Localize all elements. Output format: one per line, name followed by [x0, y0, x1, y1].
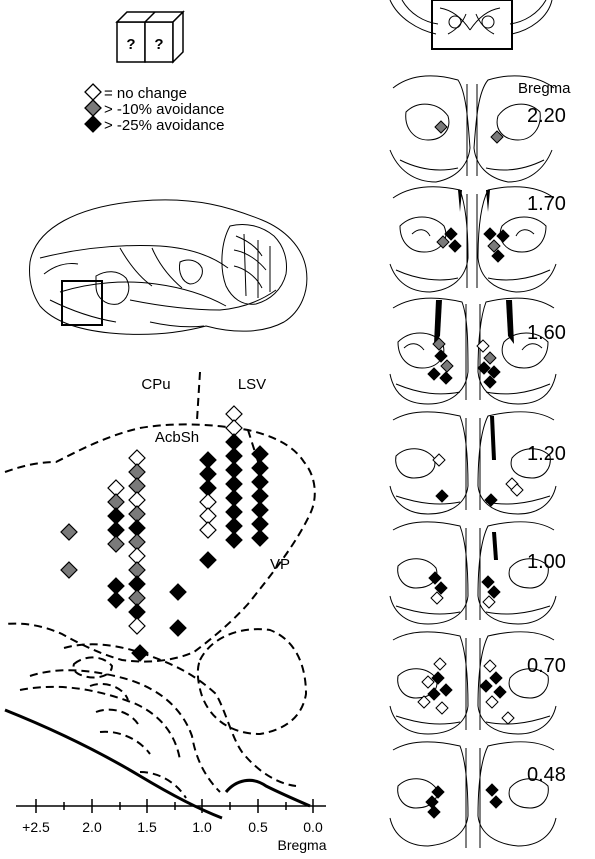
marker-avoid25: [108, 592, 124, 608]
legend-label-no-change: = no change: [104, 85, 187, 102]
marker-avoid25: [170, 620, 186, 636]
region-label-lsv: LSV: [238, 376, 266, 393]
marker-avoid25: [440, 372, 452, 384]
legend-label-avoid25: > -25% avoidance: [104, 117, 225, 134]
marker-avoid25: [484, 228, 496, 240]
cube-mark-right: ?: [154, 36, 163, 53]
marker-avoid25: [449, 240, 461, 252]
marker-avoid25: [436, 490, 448, 502]
marker-avoid10: [108, 536, 124, 552]
marker-avoid25: [200, 552, 216, 568]
axis-unit-label: Bregma: [277, 837, 326, 853]
coronal-outline-solid: [5, 710, 310, 818]
marker-avoid25: [480, 680, 492, 692]
section-label-0-48: 0.48: [527, 764, 566, 786]
marker-avoid10: [435, 121, 447, 133]
marker-avoid10: [441, 360, 453, 372]
sagittal-brain-outline: [29, 200, 306, 334]
marker-avoid25: [490, 796, 502, 808]
region-label-cpu: CPu: [141, 376, 170, 393]
section-label-0-70: 0.70: [527, 655, 566, 677]
section-label-2-20: 2.20: [527, 105, 566, 127]
marker-avoid10: [484, 352, 496, 364]
section-label-1-60: 1.60: [527, 322, 566, 344]
sections-header: Bregma: [518, 80, 571, 97]
marker-avoid25: [428, 806, 440, 818]
section-label-1-00: 1.00: [527, 551, 566, 573]
legend-diamond-no-change: [85, 84, 101, 100]
marker-avoid10: [61, 562, 77, 578]
marker-avoid10: [61, 524, 77, 540]
marker-no-change: [486, 696, 498, 708]
marker-avoid25: [132, 645, 148, 661]
axis-tick-label: +2.5: [22, 819, 50, 835]
marker-no-change: [200, 522, 216, 538]
legend-label-avoid10: > -10% avoidance: [104, 101, 225, 118]
marker-avoid25: [428, 368, 440, 380]
marker-avoid25: [435, 350, 447, 362]
axis-tick-label: 1.0: [192, 819, 212, 835]
section-label-1-20: 1.20: [527, 443, 566, 465]
axis-tick-label: 0.0: [303, 819, 323, 835]
region-label-vp: VP: [270, 556, 290, 573]
marker-avoid25: [445, 228, 457, 240]
marker-no-change: [436, 702, 448, 714]
section-1-60: [390, 298, 556, 404]
marker-no-change: [129, 618, 145, 634]
marker-avoid25: [170, 584, 186, 600]
marker-avoid25: [497, 230, 509, 242]
marker-avoid25: [432, 786, 444, 798]
marker-avoid25: [428, 688, 440, 700]
marker-avoid25: [482, 576, 494, 588]
marker-avoid25: [440, 684, 452, 696]
axis-tick-label: 1.5: [137, 819, 157, 835]
marker-no-change: [484, 660, 496, 672]
marker-avoid25: [486, 784, 498, 796]
axis-tick-label: 0.5: [248, 819, 268, 835]
region-label-acbsh: AcbSh: [155, 429, 199, 446]
legend-diamond-avoid25: [85, 116, 101, 132]
legend-diamond-avoid10: [85, 100, 101, 116]
zoom-box-coronal: [432, 0, 512, 49]
marker-avoid25: [429, 572, 441, 584]
top-partial-section: [390, 0, 552, 34]
marker-avoid10: [437, 236, 449, 248]
cube-mark-left: ?: [126, 36, 135, 53]
axis-tick-label: 2.0: [82, 819, 102, 835]
section-0-70: [390, 632, 556, 734]
legend: ? ? = no change > -10% avoidance > -25% …: [85, 12, 225, 134]
bregma-axis: [16, 799, 326, 813]
marker-no-change: [434, 658, 446, 670]
marker-no-change: [502, 712, 514, 724]
section-0-48: [390, 742, 556, 848]
marker-avoid25: [226, 532, 242, 548]
marker-avoid25: [252, 530, 268, 546]
marker-avoid25: [494, 686, 506, 698]
section-label-1-70: 1.70: [527, 193, 566, 215]
marker-avoid25: [490, 672, 502, 684]
